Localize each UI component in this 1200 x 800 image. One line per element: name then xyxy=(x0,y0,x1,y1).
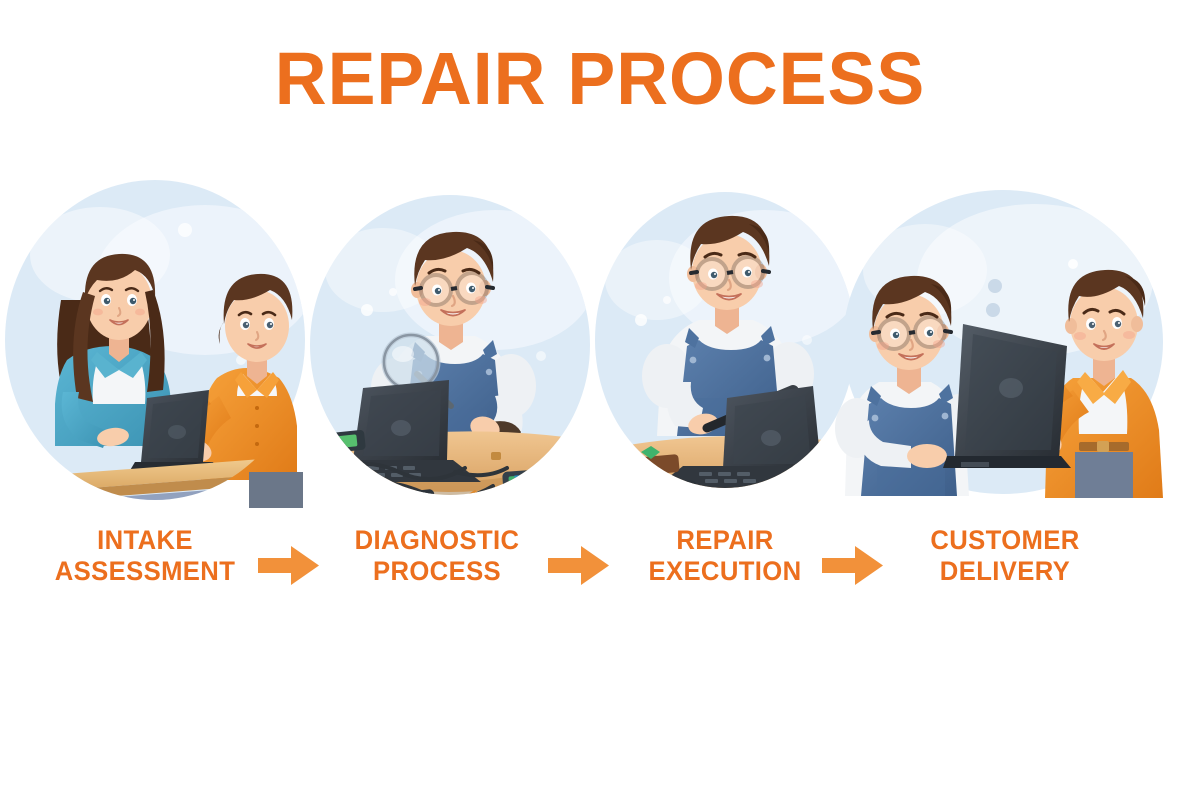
step-label-line2: PROCESS xyxy=(372,556,502,586)
illustration-strip xyxy=(0,160,1200,510)
laptop-handover xyxy=(943,324,1071,468)
page-title: REPAIR PROCESS xyxy=(274,37,926,120)
step-labels-row: INTAKE ASSESSMENT DIAGNOSTIC PROCESS REP… xyxy=(0,525,1200,605)
illustration-repair-execution xyxy=(595,160,870,510)
illustration-customer-delivery xyxy=(835,160,1175,510)
step-label-line1: DIAGNOSTIC xyxy=(354,525,520,555)
step-label-customer-delivery: CUSTOMER DELIVERY xyxy=(886,525,1124,587)
step-label-repair-execution: REPAIR EXECUTION xyxy=(606,525,844,587)
process-arrow-1 xyxy=(258,543,320,588)
step-label-diagnostic-process: DIAGNOSTIC PROCESS xyxy=(318,525,556,587)
illustration-intake-assessment xyxy=(5,160,310,510)
figure-customer-intake xyxy=(175,273,303,508)
step-label-line2: ASSESSMENT xyxy=(54,556,236,586)
step-label-intake-assessment: INTAKE ASSESSMENT xyxy=(26,525,264,587)
step-label-line2: DELIVERY xyxy=(939,556,1071,586)
process-arrow-2 xyxy=(548,543,610,588)
illustration-diagnostic-process xyxy=(305,160,605,510)
process-arrow-3 xyxy=(822,543,884,588)
laptop-on-counter xyxy=(129,390,219,472)
eyeglasses-icon xyxy=(689,255,771,291)
step-label-line1: CUSTOMER xyxy=(930,525,1080,555)
step-label-line1: INTAKE xyxy=(97,525,193,555)
step-label-line2: EXECUTION xyxy=(648,556,802,586)
figure-technician-delivery xyxy=(835,275,1014,496)
step-label-line1: REPAIR xyxy=(676,525,774,555)
figure-receptionist xyxy=(55,253,171,448)
